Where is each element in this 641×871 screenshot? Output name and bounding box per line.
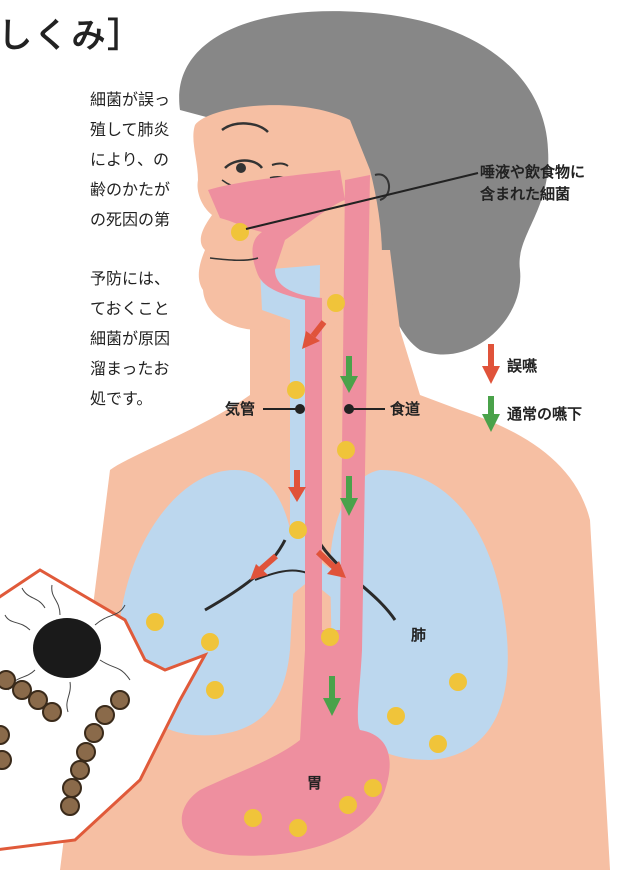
page-title: しくみ］ (0, 8, 143, 57)
paragraph-line: 殖して肺炎 (90, 115, 170, 145)
bacteria-label-line: 含まれた細菌 (480, 183, 585, 205)
paragraph-line: 細菌が誤っ (90, 85, 170, 115)
trachea-label: 気管 (225, 398, 255, 419)
paragraph-line: により、の (90, 145, 170, 175)
paragraph-line: 処です。 (90, 384, 170, 414)
paragraph-line: ておくこと (90, 294, 170, 324)
paragraph-line: の死因の第 (90, 205, 170, 235)
lung-label: 肺 (411, 624, 426, 645)
paragraph-line: 溜まったお (90, 354, 170, 384)
paragraph-line: 細菌が原因 (90, 324, 170, 354)
stomach-label: 胃 (307, 772, 322, 793)
paragraph-line: 齢のかたが (90, 175, 170, 205)
bacteria-label-line: 唾液や飲食物に (480, 161, 585, 183)
legend-aspiration-label: 誤嚥 (507, 355, 537, 376)
esophagus-label: 食道 (390, 398, 420, 419)
legend-red-arrow-icon (482, 344, 500, 384)
description-paragraph-2: 予防には、 ておくこと 細菌が原因 溜まったお 処です。 (90, 264, 170, 414)
legend-normal-label: 通常の嚥下 (507, 403, 582, 424)
description-paragraph-1: 細菌が誤っ 殖して肺炎 により、の 齢のかたが の死因の第 (90, 85, 170, 235)
paragraph-line: 予防には、 (90, 264, 170, 294)
bacteria-label: 唾液や飲食物に 含まれた細菌 (480, 161, 585, 205)
